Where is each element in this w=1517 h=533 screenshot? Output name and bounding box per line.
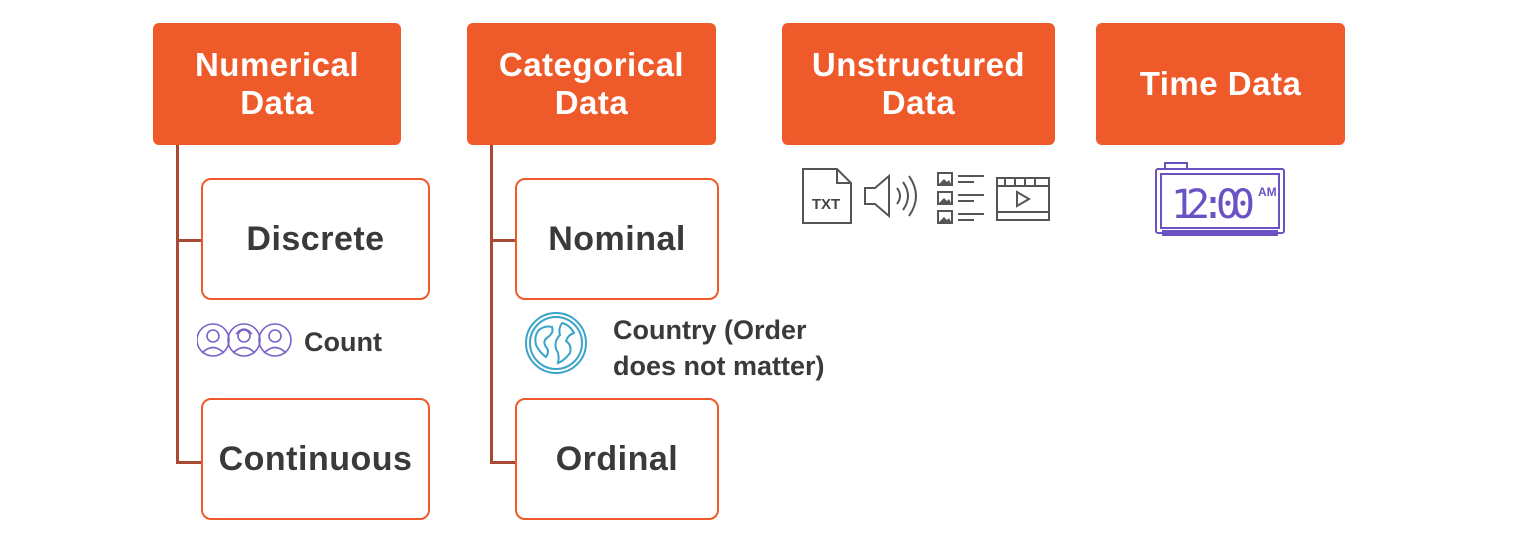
categorical-header-line1: Categorical (498, 46, 685, 83)
nominal-box: Nominal (515, 178, 719, 300)
count-note: Count (304, 327, 382, 357)
discrete-connector (176, 239, 202, 242)
numerical-header-line2: Data (240, 84, 314, 121)
country-note-line2: does not matter) (613, 351, 825, 381)
nominal-connector (490, 239, 516, 242)
speaker-icon (864, 173, 917, 219)
country-note: Country (Order does not matter) (613, 312, 825, 384)
ordinal-label: Ordinal (555, 439, 679, 478)
discrete-label: Discrete (246, 219, 385, 258)
categorical-header-line2: Data (554, 84, 629, 121)
discrete-box: Discrete (201, 178, 430, 300)
unstructured-header-line2: Data (881, 84, 956, 121)
clock-ampm-text: AM (1258, 185, 1277, 199)
numerical-tree-connector (176, 145, 179, 464)
nominal-label: Nominal (548, 219, 686, 258)
txt-file-icon: TXT (802, 168, 852, 224)
unstructured-data-header: Unstructured Data (782, 23, 1055, 145)
txt-file-label: TXT (812, 196, 840, 213)
ordinal-connector (490, 461, 516, 464)
people-icon (197, 323, 292, 357)
categorical-data-header: Categorical Data (467, 23, 716, 145)
digital-clock-icon: 12:00 AM (1155, 162, 1285, 236)
image-list-icon (937, 172, 984, 224)
categorical-tree-connector (490, 145, 493, 464)
continuous-label: Continuous (218, 439, 413, 478)
clock-time-text: 12:00 (1171, 182, 1255, 228)
time-header-line1: Time Data (1139, 65, 1302, 102)
continuous-box: Continuous (201, 398, 430, 520)
time-data-header: Time Data (1096, 23, 1345, 145)
country-note-line1: Country (Order (613, 315, 807, 345)
globe-icon (525, 312, 587, 374)
unstructured-header-line1: Unstructured (811, 46, 1026, 83)
numerical-data-header: Numerical Data (153, 23, 401, 145)
ordinal-box: Ordinal (515, 398, 719, 520)
numerical-header-line1: Numerical (194, 46, 360, 83)
continuous-connector (176, 461, 202, 464)
video-player-icon (996, 177, 1050, 221)
